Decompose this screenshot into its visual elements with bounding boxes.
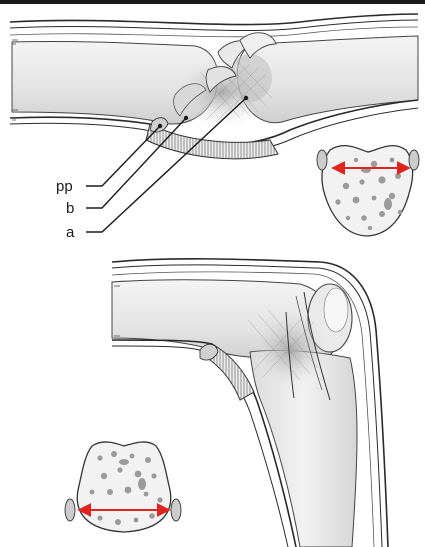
label-pp: pp: [56, 178, 73, 195]
patella-right-bottom: [171, 499, 181, 521]
cross-section-top: [317, 146, 419, 236]
label-b: b: [66, 200, 74, 217]
upper-skin-line: [10, 14, 418, 25]
top-rule: [0, 0, 425, 4]
patella-right-top: [409, 150, 419, 170]
cross-section-bottom: [65, 442, 181, 532]
patella-left-top: [317, 150, 327, 170]
patella-left-bottom: [65, 499, 75, 521]
label-a: a: [66, 224, 75, 241]
